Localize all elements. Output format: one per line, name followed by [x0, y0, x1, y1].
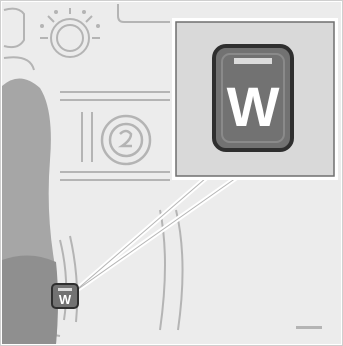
- winter-mode-button[interactable]: W: [214, 46, 292, 150]
- winter-mode-letter-small: W: [59, 292, 72, 307]
- indicator-lamp: [234, 58, 272, 64]
- scale-mark: [296, 326, 322, 329]
- winter-mode-letter: W: [227, 75, 280, 138]
- winter-mode-button-small[interactable]: W: [52, 284, 78, 308]
- gear-lever-shadow: [2, 255, 58, 344]
